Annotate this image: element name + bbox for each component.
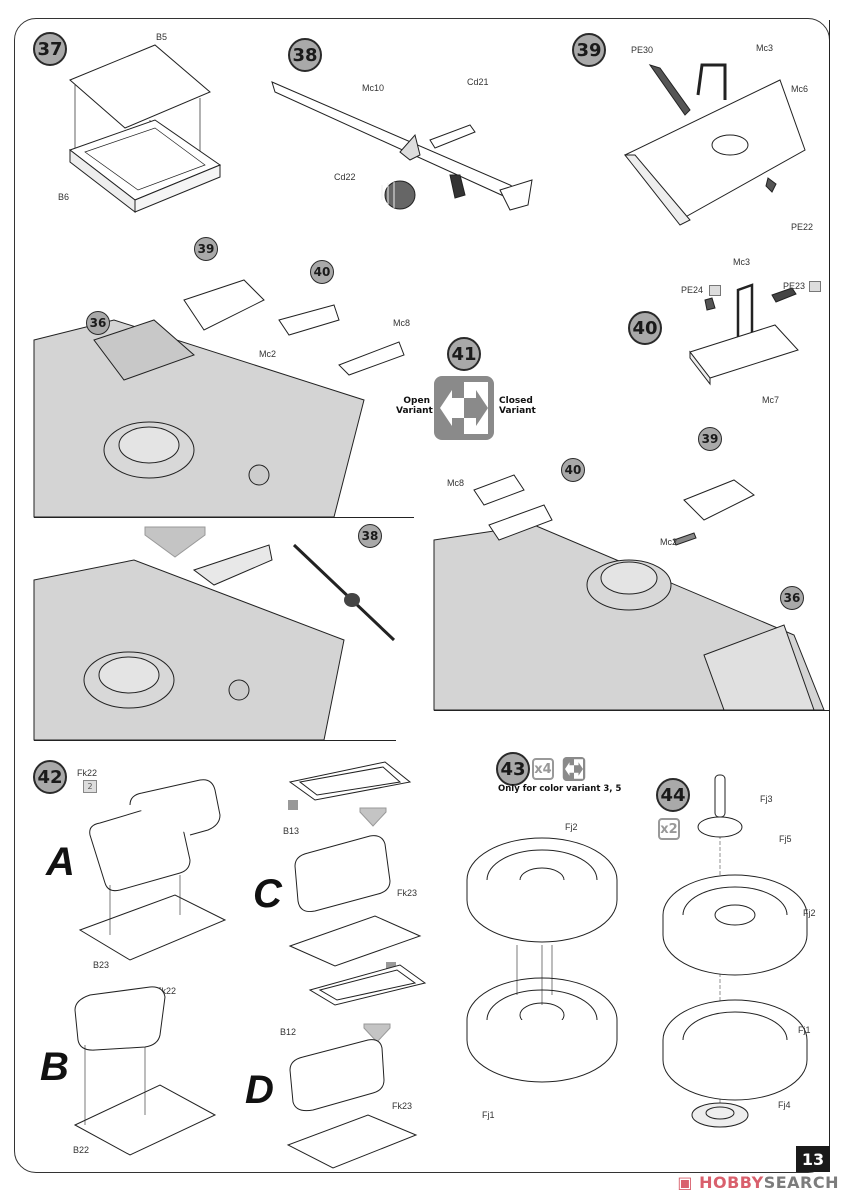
- page-number: 13: [796, 1146, 830, 1172]
- part-label-fj2: Fj2: [565, 822, 578, 832]
- quantity-multiplier: x4: [532, 758, 554, 780]
- hobby-search-logo-icon: ▣: [677, 1173, 700, 1192]
- part-label-fk22: Fk22: [156, 986, 177, 996]
- photo-etch-icon: [809, 281, 821, 292]
- wheel-assembly-drawing: [662, 774, 808, 1128]
- step-badge: 38: [288, 38, 322, 72]
- hull-with-gun-drawing: [33, 543, 396, 741]
- part-label-fj2: Fj2: [803, 908, 816, 918]
- vent-cover-b-drawing: [73, 986, 217, 1156]
- step-badge: 41: [447, 337, 481, 371]
- step-badge: 39: [572, 33, 606, 67]
- vent-cover-d-drawing: [286, 1039, 418, 1169]
- part-label-b12: B12: [280, 1027, 297, 1037]
- part-label-fj1: Fj1: [798, 1025, 811, 1035]
- hull-open-variant-drawing: [33, 279, 405, 518]
- part-label-mc7: Mc7: [762, 395, 780, 405]
- part-label-fj5: Fj5: [779, 834, 792, 844]
- part-label-pe23: PE23: [783, 281, 806, 291]
- ammo-box-drawing: [68, 44, 222, 214]
- hull-closed-variant-drawing: [433, 474, 825, 711]
- step-badge: 37: [33, 32, 67, 66]
- part-label-mc8: Mc8: [393, 318, 411, 328]
- variant-letter-d: D: [245, 1068, 274, 1112]
- part-label-fk23: Fk23: [397, 888, 418, 898]
- ref-badge-36: 36: [780, 586, 804, 610]
- vent-frame-drawing: [308, 964, 427, 1006]
- step-badge: 42: [33, 760, 67, 794]
- step-badge: 40: [628, 311, 662, 345]
- part-label-mc10: Mc10: [362, 83, 385, 93]
- part-label-b22: B22: [73, 1145, 90, 1155]
- part-label-b6: B6: [58, 192, 70, 202]
- vent-cover-a-drawing: [78, 779, 227, 961]
- part-label-fj3: Fj3: [760, 794, 773, 804]
- hatch-lid-drawing: [689, 283, 799, 386]
- variant-letter-b: B: [40, 1045, 69, 1089]
- vent-frame-drawing: [288, 761, 412, 801]
- part-label-b23: B23: [93, 960, 110, 970]
- hobby-search-watermark: ▣ HOBBYSEARCH: [677, 1173, 839, 1192]
- part-label-mc2: Mc2: [259, 349, 277, 359]
- triangle-marker-icon: [288, 800, 298, 810]
- part-label-fj1: Fj1: [482, 1110, 495, 1120]
- vent-cover-c-drawing: [288, 835, 422, 967]
- hatch-plate-drawing: [623, 63, 806, 226]
- panel-divider: [829, 20, 830, 1170]
- part-label-mc3: Mc3: [756, 43, 774, 53]
- part-label-cd21: Cd21: [467, 77, 489, 87]
- closed-variant-icon: [562, 757, 586, 781]
- quantity-badge: 2: [83, 780, 97, 793]
- part-label-pe22: PE22: [791, 222, 814, 232]
- ref-badge-38: 38: [358, 524, 382, 548]
- part-label-pe24: PE24: [681, 285, 704, 295]
- variant-letter-a: A: [46, 840, 75, 884]
- variant-letter-c: C: [253, 872, 282, 916]
- part-label-mc6: Mc6: [791, 84, 809, 94]
- part-label-b5: B5: [156, 32, 168, 42]
- photo-etch-icon: [709, 285, 721, 296]
- part-label-mc3: Mc3: [733, 257, 751, 267]
- step-badge: 43: [496, 752, 530, 786]
- part-label-mc2: Mc2: [660, 537, 678, 547]
- part-label-fk22: Fk22: [77, 768, 98, 778]
- part-label-pe30: PE30: [631, 45, 654, 55]
- ref-badge-40: 40: [310, 260, 334, 284]
- closed-variant-label: Closed Variant: [499, 396, 536, 417]
- part-label-cd22: Cd22: [334, 172, 356, 182]
- ref-badge-39: 39: [698, 427, 722, 451]
- quantity-multiplier: x2: [658, 818, 680, 840]
- part-label-fk23: Fk23: [392, 1101, 413, 1111]
- road-wheel-drawing: [466, 837, 618, 1083]
- open-variant-label: Open Variant: [396, 396, 433, 417]
- ref-badge-39: 39: [194, 237, 218, 261]
- part-label-mc8: Mc8: [447, 478, 465, 488]
- part-label-fj4: Fj4: [778, 1100, 791, 1110]
- color-variant-note: Only for color variant 3, 5: [498, 784, 622, 794]
- step-badge: 44: [656, 778, 690, 812]
- ref-badge-40: 40: [561, 458, 585, 482]
- down-arrow-icon: [363, 1023, 391, 1043]
- machine-gun-drawing: [271, 81, 533, 211]
- down-arrow-icon: [144, 526, 206, 558]
- part-label-b13: B13: [283, 826, 300, 836]
- down-arrow-icon: [359, 807, 387, 827]
- open-closed-variant-icon: [434, 376, 494, 440]
- ref-badge-36: 36: [86, 311, 110, 335]
